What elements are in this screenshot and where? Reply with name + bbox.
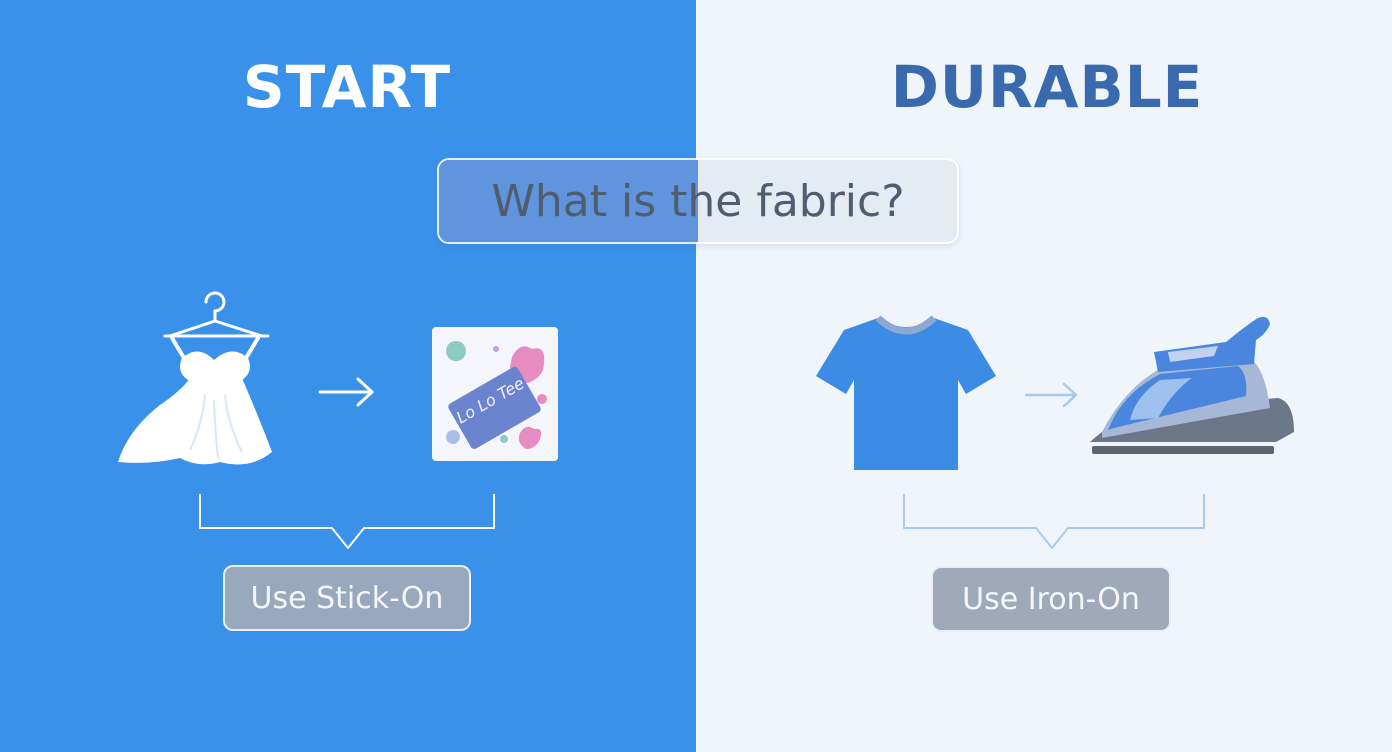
arrow-right-icon — [318, 377, 374, 407]
left-bracket — [199, 494, 495, 549]
clothes-iron-icon — [1090, 316, 1294, 454]
durable-heading: DURABLE — [890, 53, 1204, 121]
question-box: What is the fabric? — [437, 158, 959, 244]
sticker-patch-icon: Lo Lo Tee — [432, 327, 558, 461]
t-shirt-icon — [816, 315, 996, 470]
use-iron-on-button[interactable]: Use Iron-On — [931, 566, 1171, 632]
right-bracket — [903, 494, 1205, 549]
question-box-right-half — [698, 160, 957, 242]
question-box-left-half — [439, 160, 698, 242]
question-text: What is the fabric? — [491, 175, 905, 227]
arrow-right-faded-icon — [1024, 382, 1078, 408]
dress-on-hanger-icon — [118, 291, 272, 465]
start-heading: START — [242, 53, 452, 121]
use-stick-on-button[interactable]: Use Stick-On — [223, 565, 471, 631]
